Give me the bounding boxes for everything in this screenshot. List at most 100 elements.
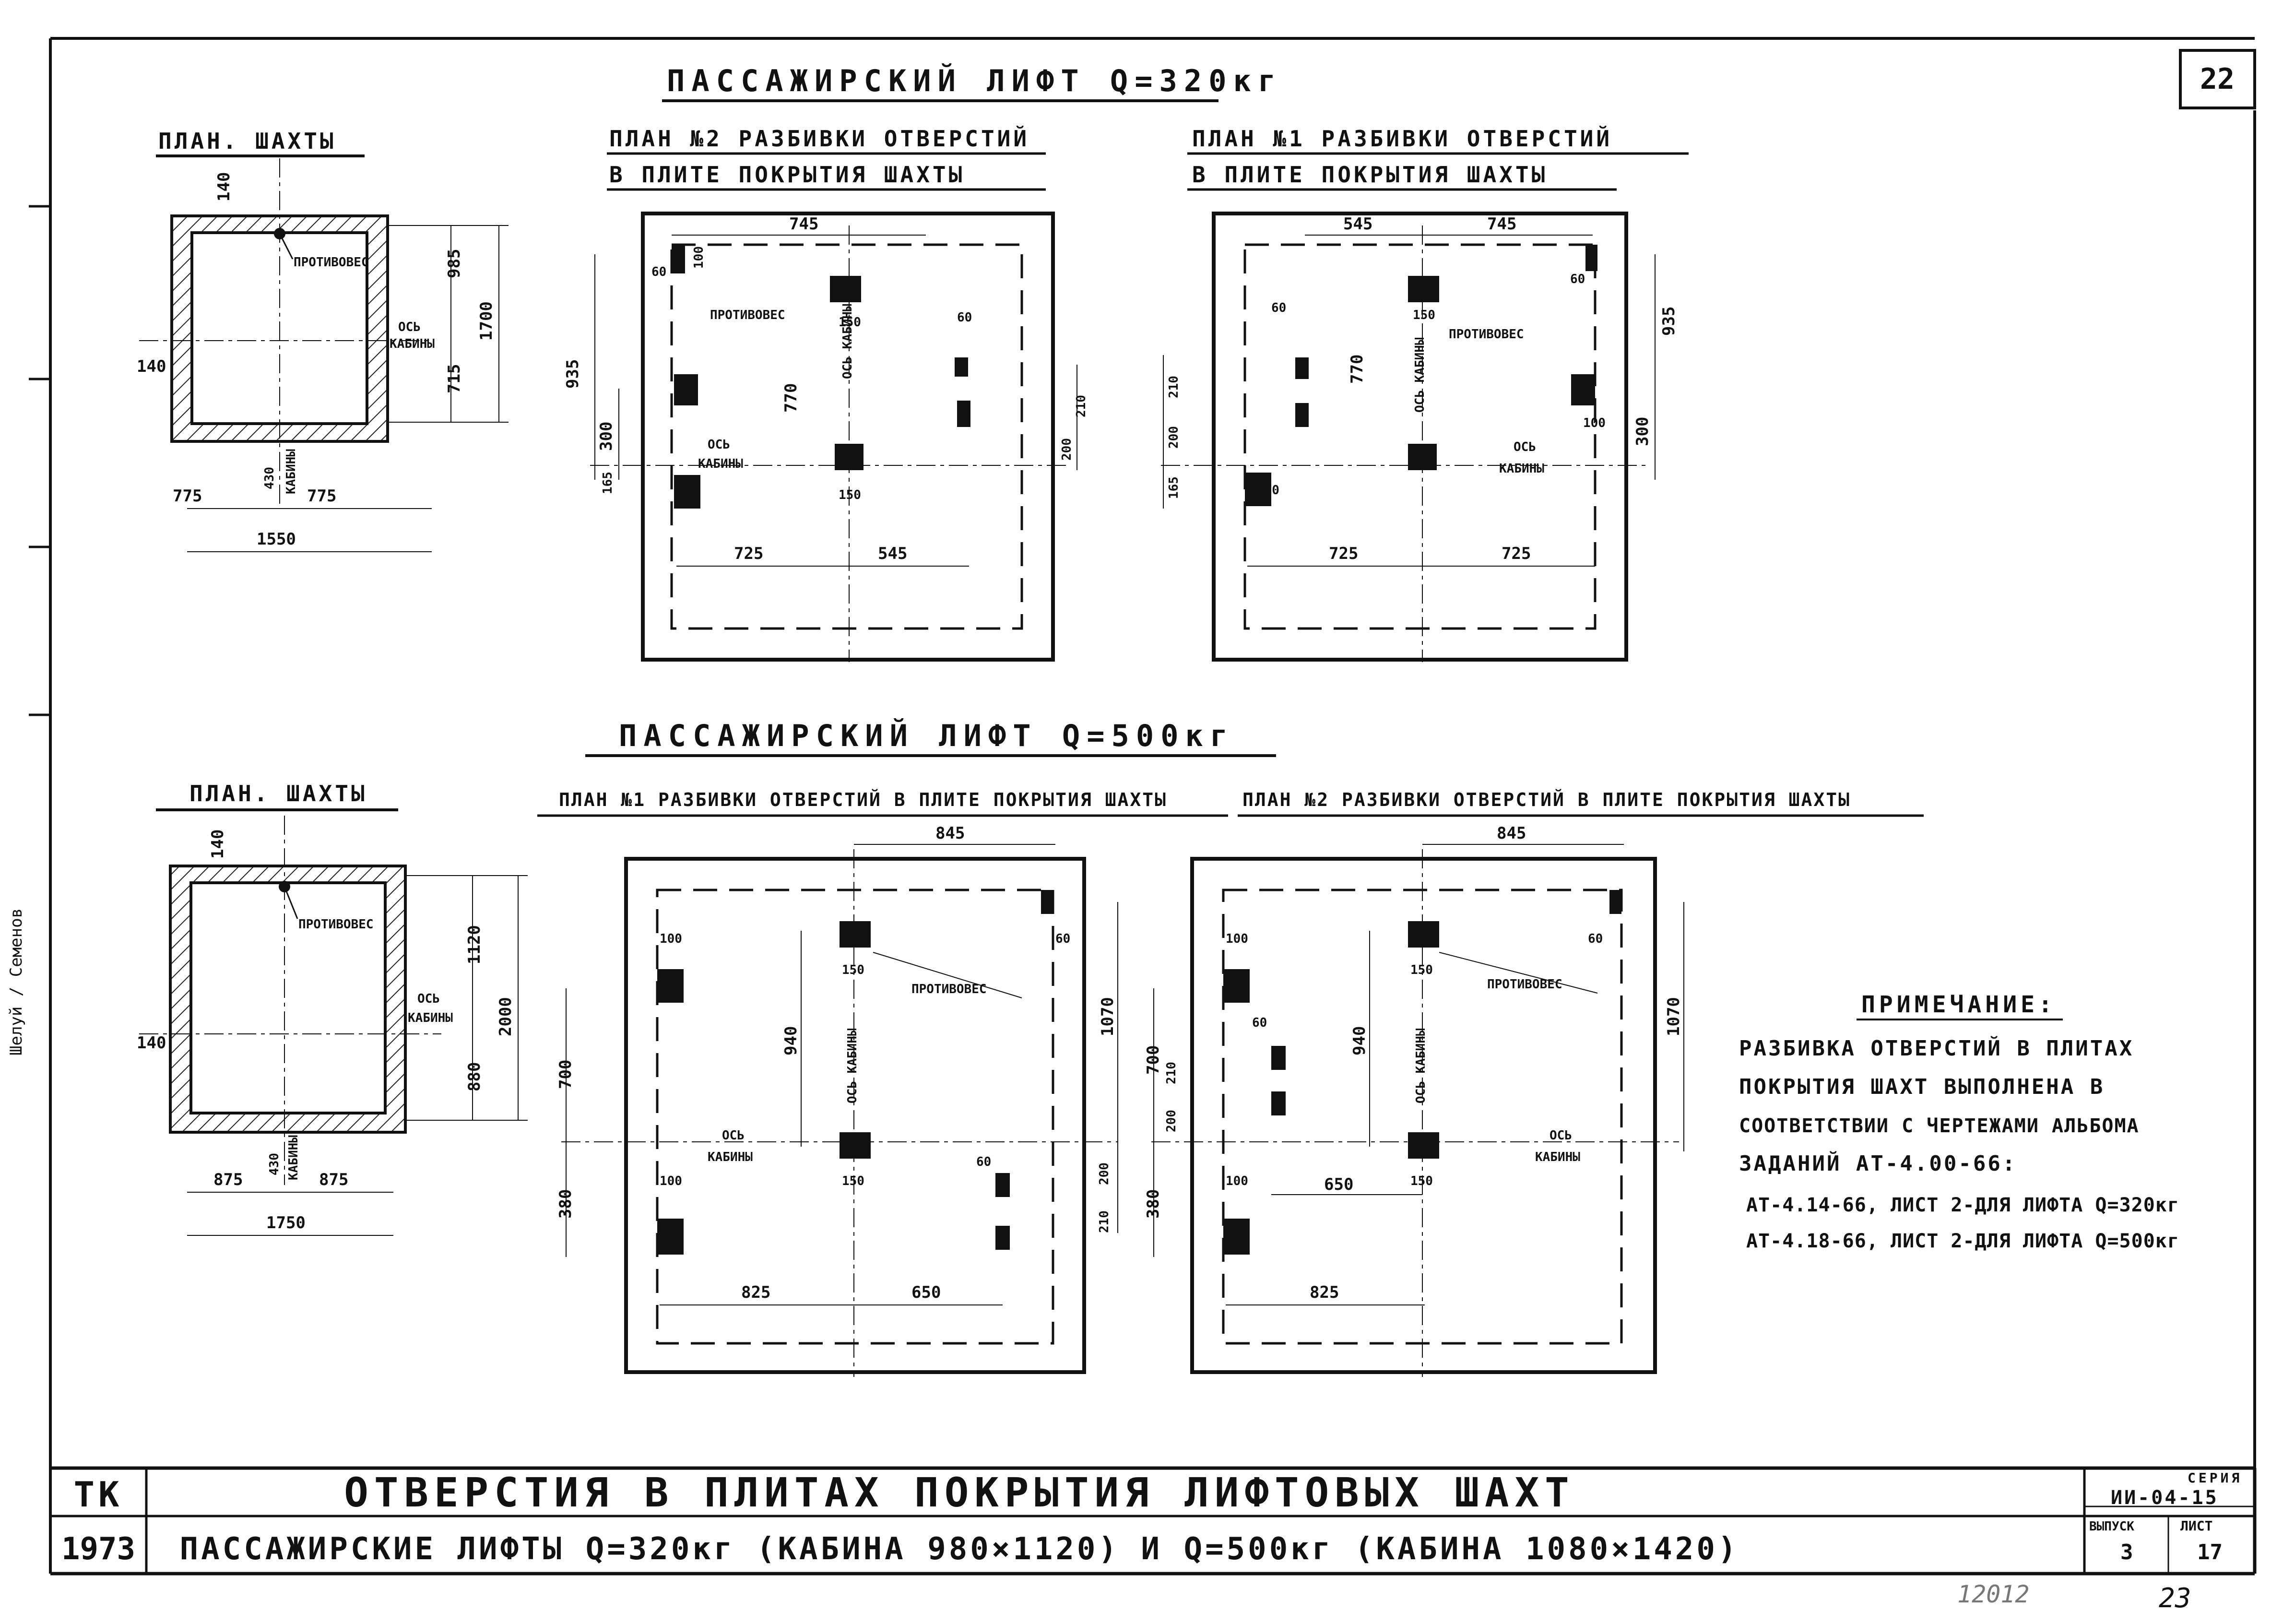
plan-320-no1-title-1: ПЛАН №1 РАЗБИВКИ ОТВЕРСТИЙ [1192, 126, 1612, 152]
drawing-subtitle: ПАССАЖИРСКИЕ ЛИФТЫ Q=320кг (КАБИНА 980×1… [180, 1531, 1739, 1567]
plan-320-no2: ПЛАН №2 РАЗБИВКИ ОТВЕРСТИЙ В ПЛИТЕ ПОКРЫ… [563, 126, 1088, 662]
note-line-6: АТ-4.18-66, ЛИСТ 2-ДЛЯ ЛИФТА Q=500кг [1746, 1230, 2179, 1252]
dim-bottom-left: 725 [734, 544, 763, 563]
opening [657, 969, 684, 1003]
opening [995, 1226, 1010, 1250]
bottom-page-number: 23 [2159, 1583, 2191, 1614]
counterweight-label: ПРОТИВОВЕС [710, 308, 785, 322]
sheet-number: 22 [2200, 62, 2235, 96]
sheet-value: 17 [2197, 1540, 2223, 1565]
dim-left: 140 [137, 357, 166, 376]
dim-upper: 985 [445, 249, 464, 278]
dim-left: 140 [137, 1033, 166, 1053]
counterweight-label: ПРОТИВОВЕС [294, 255, 369, 270]
dim-height: 1700 [477, 301, 496, 341]
dim-bottom-left: 825 [741, 1283, 770, 1302]
dim-width: 1550 [257, 530, 296, 549]
dim-100: 100 [660, 932, 682, 946]
dim-150b: 150 [1257, 483, 1279, 498]
cabin-label: КАБИНЫ [408, 1011, 453, 1025]
dim-left-h: 700 [1144, 1045, 1163, 1075]
shaft-outline-dashed [656, 889, 1054, 1345]
dim-210: 210 [1097, 1210, 1112, 1233]
opening [1295, 403, 1309, 427]
dim-200: 200 [1167, 426, 1181, 449]
dim-380: 380 [1144, 1189, 1163, 1219]
year: 1973 [61, 1531, 135, 1567]
sheet-number-box [2179, 49, 2256, 109]
dim-60: 60 [651, 265, 666, 279]
dim-60: 60 [1588, 932, 1603, 946]
dim-top: 745 [789, 214, 818, 234]
opening [995, 1173, 1010, 1197]
cabin-label: КАБИНЫ [1499, 462, 1544, 476]
dim-height: 2000 [496, 997, 515, 1036]
dim-200: 200 [1060, 438, 1074, 461]
slab-outline [624, 857, 1086, 1374]
opening [1245, 473, 1271, 506]
section-320-title: ПАССАЖИРСКИЙ ЛИФТ Q=320кг [667, 63, 1282, 98]
dim-width: 1750 [266, 1213, 306, 1233]
axis-label: ОСЬ [722, 1128, 745, 1143]
section-500-title: ПАССАЖИРСКИЙ ЛИФТ Q=500кг [619, 718, 1234, 753]
shaft-plan-320-title: ПЛАН. ШАХТЫ [158, 128, 336, 154]
dim-lower: 715 [445, 364, 464, 393]
dim-bottom-left: 725 [1329, 544, 1358, 563]
issue-value: 3 [2120, 1540, 2133, 1565]
plan-500-no2-title: ПЛАН №2 РАЗБИВКИ ОТВЕРСТИЙ В ПЛИТЕ ПОКРЫ… [1242, 789, 1851, 810]
dim-top-left: 545 [1343, 214, 1372, 234]
note-line-5: АТ-4.14-66, ЛИСТ 2-ДЛЯ ЛИФТА Q=320кг [1746, 1194, 2179, 1216]
dim-150: 150 [1413, 308, 1435, 322]
axis-label: ОСЬ [398, 320, 421, 334]
dim-150: 150 [842, 963, 864, 977]
dim-100: 100 [1583, 416, 1606, 430]
cabin-label: КАБИНЫ [708, 1150, 753, 1164]
dim-bottom-right: 545 [878, 544, 907, 563]
dim-165: 165 [601, 472, 615, 494]
cabin-label: КАБИНЫ [698, 457, 743, 471]
dim-lower: 880 [465, 1062, 484, 1091]
shaft-plan-500: ПЛАН. ШАХТЫ ПРОТИВОВЕС ОСЬ КАБИНЫ 1120 8… [137, 781, 528, 1236]
counterweight-label: ПРОТИВОВЕС [1449, 327, 1524, 342]
dim-1070: 1070 [1664, 997, 1683, 1036]
title-block: ТК 1973 ОТВЕРСТИЯ В ПЛИТАХ ПОКРЫТИЯ ЛИФТ… [50, 1466, 2257, 1576]
side-signature: Шелуй / Семенов [7, 908, 26, 1055]
dim-770: 770 [1348, 355, 1367, 384]
note-line-4: ЗАДАНИЙ АТ-4.00-66: [1739, 1150, 2017, 1176]
dim-bottom-right: 725 [1502, 544, 1531, 563]
axis-cabin-vertical: ОСЬ КАБИНЫ [845, 1028, 860, 1103]
slab-outline [1190, 857, 1657, 1374]
dim-top: 845 [1497, 824, 1526, 843]
dim-60b: 60 [1252, 1016, 1267, 1030]
opening [1571, 374, 1595, 405]
dim-door: 430 [262, 467, 277, 489]
counterweight-label: ПРОТИВОВЕС [911, 982, 987, 996]
dim-60b: 60 [957, 310, 972, 325]
shaft-outline-dashed [670, 243, 1023, 630]
axis-cabin-vertical: ОСЬ КАБИНЫ [840, 304, 855, 379]
dim-left-h: 935 [563, 359, 582, 389]
dim-200: 200 [1164, 1110, 1179, 1132]
drawing-title: ОТВЕРСТИЯ В ПЛИТАХ ПОКРЫТИЯ ЛИФТОВЫХ ШАХ… [344, 1469, 1574, 1516]
dim-150: 150 [839, 315, 861, 330]
dim-300: 300 [597, 422, 616, 451]
axis-label: ОСЬ [1550, 1128, 1572, 1143]
opening [1041, 890, 1053, 914]
dim-top: 845 [935, 824, 965, 843]
axis-cabin-vertical: ОСЬ КАБИНЫ [1414, 1028, 1428, 1103]
dim-210: 210 [1167, 376, 1181, 398]
dim-100: 100 [692, 246, 706, 269]
dim-60b: 60 [976, 1155, 991, 1169]
plan-320-no2-title-2: В ПЛИТЕ ПОКРЫТИЯ ШАХТЫ [609, 162, 965, 188]
issue-label: ВЫПУСК [2089, 1519, 2134, 1534]
opening [672, 245, 685, 273]
dim-150b: 150 [839, 488, 861, 502]
dim-upper: 1120 [465, 925, 484, 964]
opening [1271, 1091, 1286, 1115]
cabin-label-vertical: КАБИНЫ [284, 449, 298, 494]
opening [1223, 969, 1250, 1003]
dim-bottom-left: 825 [1310, 1283, 1339, 1302]
dim-60b: 60 [1570, 272, 1585, 286]
dim-210: 210 [1074, 395, 1088, 417]
